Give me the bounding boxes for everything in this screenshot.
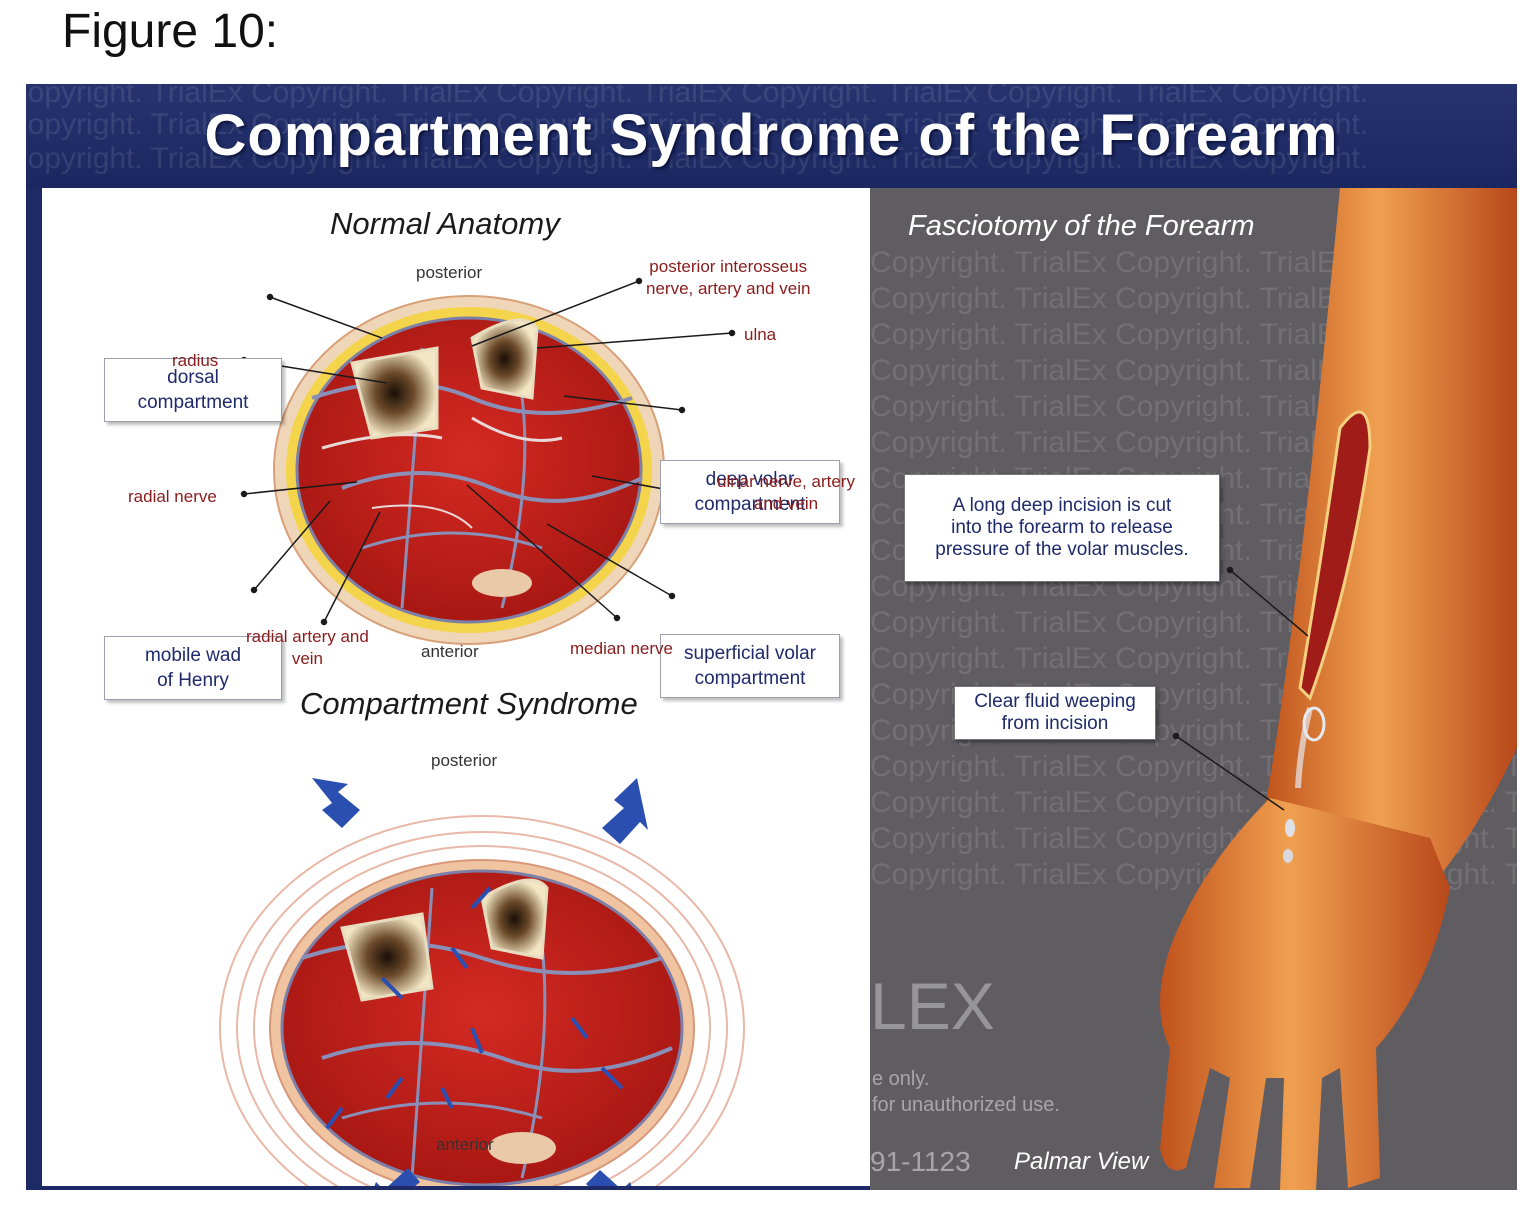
normal-cross-section [273, 295, 665, 645]
deep-volar-label: deep volar compartment [660, 460, 840, 524]
radial-artery-label: radial artery and vein [246, 627, 369, 668]
poster-frame: Copyright. TrialEx Copyright. TrialEx Co… [26, 84, 1517, 1190]
ulna-label: ulna [744, 325, 777, 344]
forearm-illustration [1160, 188, 1517, 1190]
syndrome-anterior-label: anterior [436, 1135, 494, 1154]
pressure-arrows [312, 778, 648, 1186]
notice-line-2: for unauthorized use. [872, 1094, 1060, 1116]
median-nerve-label: median nerve [570, 639, 674, 658]
fluid-note: Clear fluid weeping from incision [954, 686, 1156, 740]
watermark-row: Copyright. TrialEx Copyright. TrialEx Co… [26, 108, 1369, 141]
poster-title: Compartment Syndrome of the Forearm [204, 103, 1339, 168]
dorsal-compartment-label: dorsal compartment [104, 358, 282, 422]
fasciotomy-leader-lines [1172, 566, 1309, 811]
syndrome-posterior-label: posterior [431, 751, 498, 770]
radial-nerve-label: radial nerve [128, 487, 217, 506]
compartment-syndrome-heading: Compartment Syndrome [300, 686, 638, 721]
normal-cross-section-illustration [219, 277, 745, 1186]
mobile-wad-label: mobile wad of Henry [104, 636, 282, 700]
anatomy-panel: Normal Anatomy [42, 188, 870, 1186]
posterior-interosseus-label: posterior interosseus nerve, artery and … [646, 257, 811, 298]
notice-line-1: e only. [872, 1068, 930, 1090]
normal-anatomy-heading: Normal Anatomy [330, 206, 560, 241]
illustration-code: 91-1123 [870, 1146, 971, 1177]
figure-label: Figure 10: [62, 5, 279, 58]
fasciotomy-panel: Copyright. TrialEx Copyright. TrialEx Co… [870, 188, 1517, 1190]
anterior-label: anterior [421, 642, 479, 661]
superficial-volar-label: superficial volar compartment [660, 634, 840, 698]
fasciotomy-heading: Fasciotomy of the Forearm [908, 210, 1255, 242]
ulnar-nerve-label: ulnar nerve, artery and vein [717, 472, 855, 513]
brand-logo-text: LEX [870, 969, 995, 1043]
watermark-row: Copyright. TrialEx Copyright. TrialEx Co… [26, 84, 1369, 109]
title-banner: Copyright. TrialEx Copyright. TrialEx Co… [26, 84, 1517, 188]
syndrome-cross-section [219, 778, 745, 1186]
radius-label: radius [172, 351, 219, 370]
watermark-row: Copyright. TrialEx Copyright. TrialEx Co… [26, 142, 1369, 175]
posterior-label: posterior [416, 263, 483, 282]
incision-note: A long deep incision is cut into the for… [904, 474, 1220, 582]
palmar-view-label: Palmar View [1014, 1148, 1149, 1175]
